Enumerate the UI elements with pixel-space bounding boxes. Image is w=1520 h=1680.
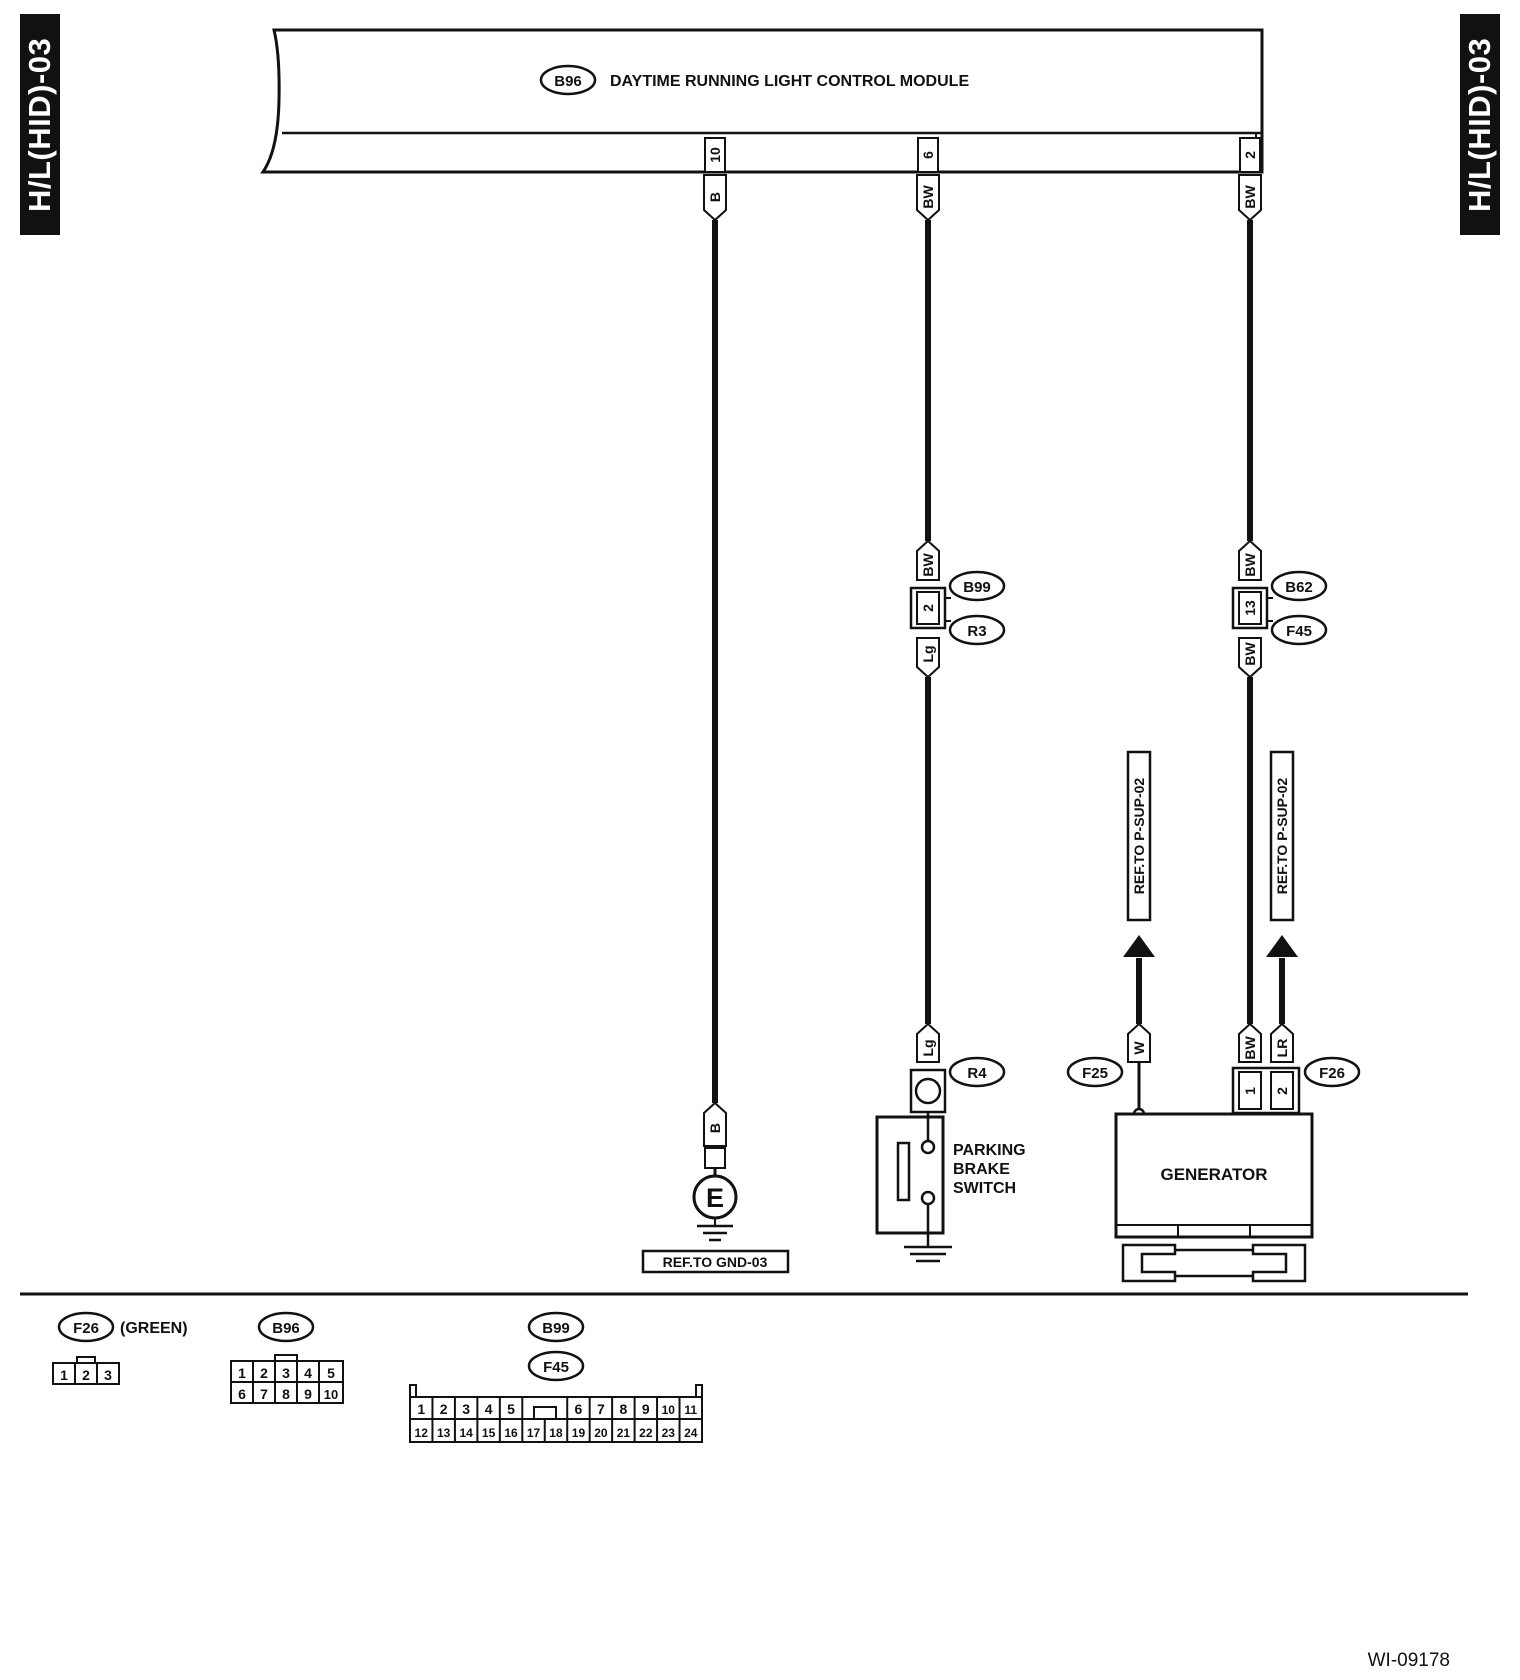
b96-pin: 2 [260, 1365, 268, 1381]
b99-pin-10: 10 [662, 1403, 676, 1417]
b99-view-id: B99 [542, 1320, 570, 1337]
ref-label-right: REF.TO P-SUP-02 [1274, 778, 1290, 895]
gen-terminal-2-pin: 2 [1274, 1087, 1290, 1095]
b99-pin-6: 6 [575, 1401, 583, 1417]
gen-junction-connector-bottom: F45 [1286, 623, 1312, 640]
b99-pin-20: 20 [594, 1426, 608, 1440]
ref-box-left [1126, 750, 1152, 922]
f26-pin-3: 3 [104, 1367, 112, 1383]
brake-switch-label-2: BRAKE [953, 1161, 1010, 1178]
b99-pin-3: 3 [462, 1401, 470, 1417]
b99-pin-9: 9 [642, 1401, 650, 1417]
gen-wire-color-top: BW [1242, 185, 1258, 209]
gen-junction-connector-top: B62 [1285, 579, 1313, 596]
b99-pin-22: 22 [639, 1426, 653, 1440]
brake-switch-label-3: SWITCH [953, 1180, 1016, 1197]
ground-wire-color-bottom: B [707, 1123, 723, 1133]
generator-body [1114, 1112, 1314, 1239]
b96-pin: 5 [327, 1365, 335, 1381]
module-box: B96 DAYTIME RUNNING LIGHT CONTROL MODULE [260, 28, 1264, 174]
ref-box-right [1269, 750, 1295, 922]
ref-arrow-right-icon [1266, 935, 1298, 957]
b99-pin-19: 19 [572, 1426, 586, 1440]
b96-pin: 10 [324, 1387, 338, 1402]
ground-ref-label: REF.TO GND-03 [663, 1254, 768, 1270]
b96-pin: 6 [238, 1386, 246, 1402]
brake-switch-wire-color: Lg [920, 1039, 936, 1056]
brake-wire-color-upper-junction: BW [920, 553, 936, 577]
brake-switch-label-1: PARKING [953, 1142, 1026, 1159]
b99-pin-5: 5 [507, 1401, 515, 1417]
brake-wire-color-top: BW [920, 185, 936, 209]
ground-ref-box [641, 1249, 790, 1274]
b99-pin-2: 2 [440, 1401, 448, 1417]
generator-mount-right [1251, 1243, 1307, 1283]
generator-label: GENERATOR [1160, 1165, 1267, 1184]
f26-pin-1: 1 [60, 1367, 68, 1383]
b96-pin: 3 [282, 1365, 290, 1381]
b96-view-id: B96 [272, 1320, 300, 1337]
gen-terminal-1-color: BW [1242, 1036, 1258, 1060]
b99-pin-15: 15 [482, 1426, 496, 1440]
ref-arrow-left-icon [1123, 935, 1155, 957]
f26-view-note: (GREEN) [120, 1320, 188, 1337]
brake-junction-connector-top: B99 [963, 579, 991, 596]
b99-pin-23: 23 [662, 1426, 676, 1440]
gen-terminal-1-pin: 1 [1242, 1087, 1258, 1095]
b99-pin-8: 8 [619, 1401, 627, 1417]
gen-w-wire-color: W [1131, 1041, 1147, 1055]
f26-view-id: F26 [73, 1320, 99, 1337]
drawing-id: WI-09178 [1367, 1650, 1450, 1671]
brake-switch-connector: R4 [967, 1065, 987, 1082]
b99-pin-1: 1 [417, 1401, 425, 1417]
b96-pin: 4 [304, 1365, 312, 1381]
b96-pin: 8 [282, 1386, 290, 1402]
b96-pin: 1 [238, 1365, 246, 1381]
ground-symbol-label: E [706, 1183, 724, 1213]
b99-pin-11: 11 [684, 1403, 697, 1417]
ground-wire-pin: 10 [707, 147, 723, 163]
gen-terminal-2-color: LR [1274, 1039, 1290, 1058]
b96-pin: 7 [260, 1386, 268, 1402]
brake-wire-color-lower-junction: Lg [920, 645, 936, 662]
brake-wire-pin: 6 [920, 151, 936, 159]
gen-wire-pin: 2 [1242, 151, 1258, 159]
b99-pin-4: 4 [485, 1401, 493, 1417]
brake-junction-connector-bottom: R3 [967, 623, 986, 640]
gen-junction-pin: 13 [1242, 600, 1258, 616]
gen-wire-color-upper-junction: BW [1242, 553, 1258, 577]
gen-connector-left: F25 [1082, 1065, 1108, 1082]
b99-pin-7: 7 [597, 1401, 605, 1417]
brake-wire-group: 6 BW BW 2 B99 R3 Lg Lg R4 PARKING BRAKE [875, 137, 1026, 1263]
brake-junction-pin: 2 [920, 604, 936, 612]
module-name: DAYTIME RUNNING LIGHT CONTROL MODULE [610, 73, 969, 90]
gen-wire-color-lower-junction: BW [1242, 642, 1258, 666]
gen-connector-right: F26 [1319, 1065, 1345, 1082]
b99-pin-18: 18 [549, 1426, 563, 1440]
b99-pin-21: 21 [617, 1426, 631, 1440]
f45-view-id: F45 [543, 1359, 569, 1376]
b99-pin-13: 13 [437, 1426, 451, 1440]
ground-wire-color-top: B [707, 192, 723, 202]
b99-pin-12: 12 [415, 1426, 429, 1440]
connector-view-b96: B96 1 2 3 4 5 6 7 8 9 10 [230, 1311, 344, 1404]
b99-pin-16: 16 [504, 1426, 518, 1440]
ref-label-left: REF.TO P-SUP-02 [1131, 778, 1147, 895]
generator-mount-left [1121, 1243, 1177, 1283]
f26-pin-2: 2 [82, 1367, 90, 1383]
ground-wire-group: 10 B B E REF.TO GND-03 [641, 137, 790, 1274]
generator-wire-group: 2 BW BW 13 B62 F45 BW BW LR 1 2 F26 REF. [1066, 137, 1361, 1283]
b99-pin-14: 14 [459, 1426, 473, 1440]
b99-pin-24: 24 [684, 1426, 698, 1440]
module-connector-oval [539, 64, 597, 96]
b96-pin: 9 [304, 1386, 312, 1402]
module-connector-id: B96 [554, 73, 582, 90]
connector-view-f26: F26 (GREEN) 1 2 3 [52, 1311, 188, 1385]
b99-pin-17: 17 [527, 1426, 541, 1440]
